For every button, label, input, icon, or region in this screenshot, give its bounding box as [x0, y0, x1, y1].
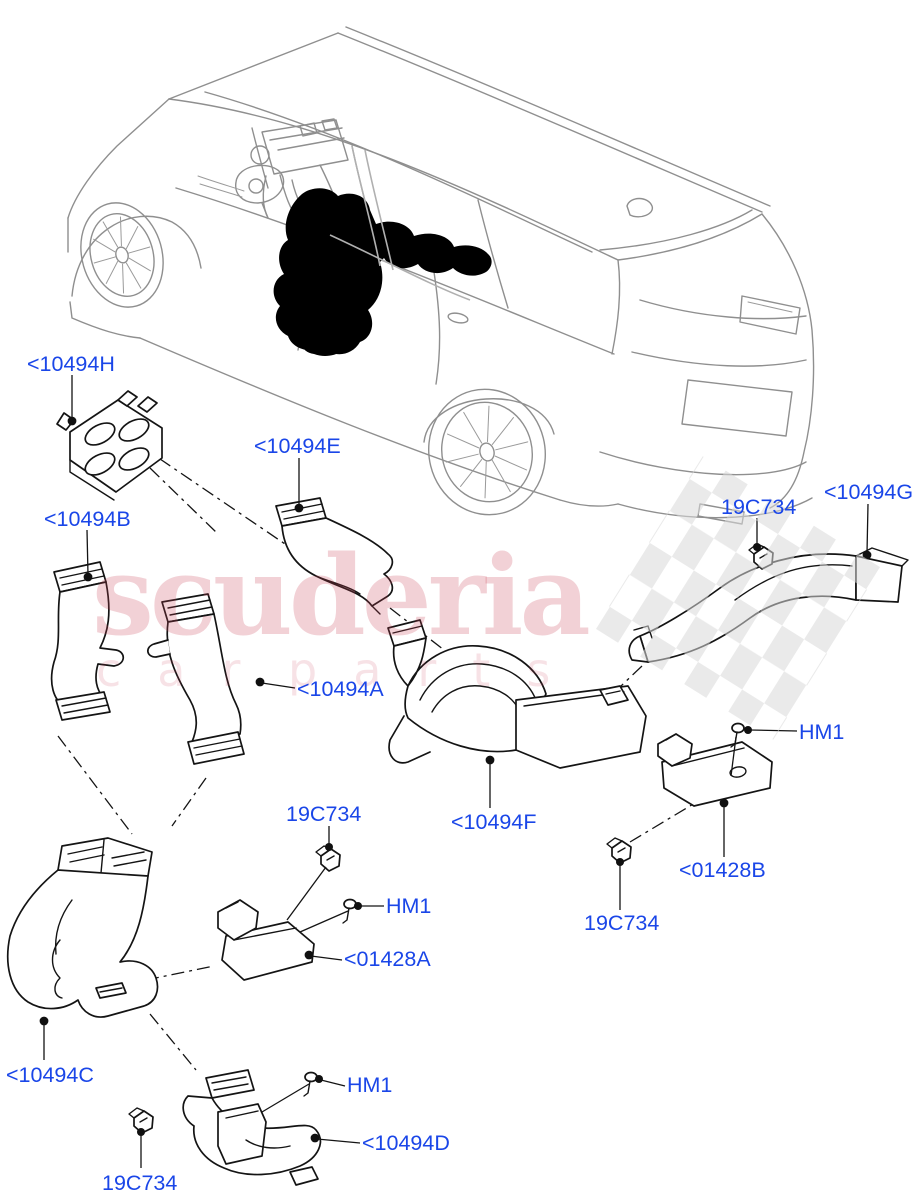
duct-part-10494B: [50, 561, 125, 721]
part-label-10494D[interactable]: <10494D: [362, 1131, 450, 1155]
exploded-parts: [6, 375, 909, 1186]
watermark-brand-text: scuderia: [92, 531, 589, 660]
watermark-tagline-word2: parts: [288, 643, 586, 697]
vehicle-illustration: [67, 26, 815, 525]
watermark-tagline-word1: car: [96, 643, 276, 697]
duct-part-10494H: [56, 390, 163, 501]
screw-HM1-right: [730, 722, 745, 748]
bracket-part-01428B: [657, 733, 773, 807]
fastener-connector-lines: [261, 736, 737, 1113]
part-label-HM1-middle[interactable]: HM1: [386, 894, 431, 918]
vehicle-body-outline: [67, 26, 815, 525]
part-label-19C734-bottom[interactable]: 19C734: [102, 1171, 177, 1195]
part-labels: <10494H <10494E <10494B 19C734 <10494G <…: [6, 352, 913, 1195]
duct-part-10494C: [6, 837, 159, 1018]
part-label-10494E[interactable]: <10494E: [254, 434, 341, 458]
duct-part-10494A: [147, 593, 245, 765]
part-label-HM1-bottom[interactable]: HM1: [347, 1073, 392, 1097]
part-label-19C734-middle[interactable]: 19C734: [286, 802, 361, 826]
part-label-10494G[interactable]: <10494G: [824, 480, 913, 504]
clip-19C734-right: [606, 837, 632, 864]
duct-highlight-blob: [273, 145, 492, 357]
watermark: scuderia car parts: [92, 456, 881, 740]
part-label-10494H[interactable]: <10494H: [27, 352, 115, 376]
rear-wheel: [427, 388, 547, 516]
part-label-19C734-right[interactable]: 19C734: [584, 911, 659, 935]
part-label-10494C[interactable]: <10494C: [6, 1063, 94, 1087]
part-label-10494A[interactable]: <10494A: [297, 677, 384, 701]
part-label-10494F[interactable]: <10494F: [451, 810, 536, 834]
screw-HM1-middle: [342, 898, 357, 924]
screw-HM1-bottom: [303, 1071, 318, 1097]
duct-part-10494F: [387, 619, 647, 769]
part-label-10494B[interactable]: <10494B: [44, 507, 131, 531]
part-label-01428B[interactable]: <01428B: [679, 858, 766, 882]
duct-part-10494D: [182, 1069, 322, 1186]
part-label-HM1-right[interactable]: HM1: [799, 720, 844, 744]
part-label-01428A[interactable]: <01428A: [344, 947, 431, 971]
front-wheel: [80, 202, 164, 308]
duct-part-10494E: [275, 497, 394, 615]
part-label-19C734-top[interactable]: 19C734: [721, 495, 796, 519]
attachment-point-dots: [39, 416, 872, 1143]
bracket-part-01428A: [217, 899, 315, 981]
clip-19C734-bottom: [128, 1107, 154, 1134]
checkered-flag-watermark: [595, 456, 881, 740]
